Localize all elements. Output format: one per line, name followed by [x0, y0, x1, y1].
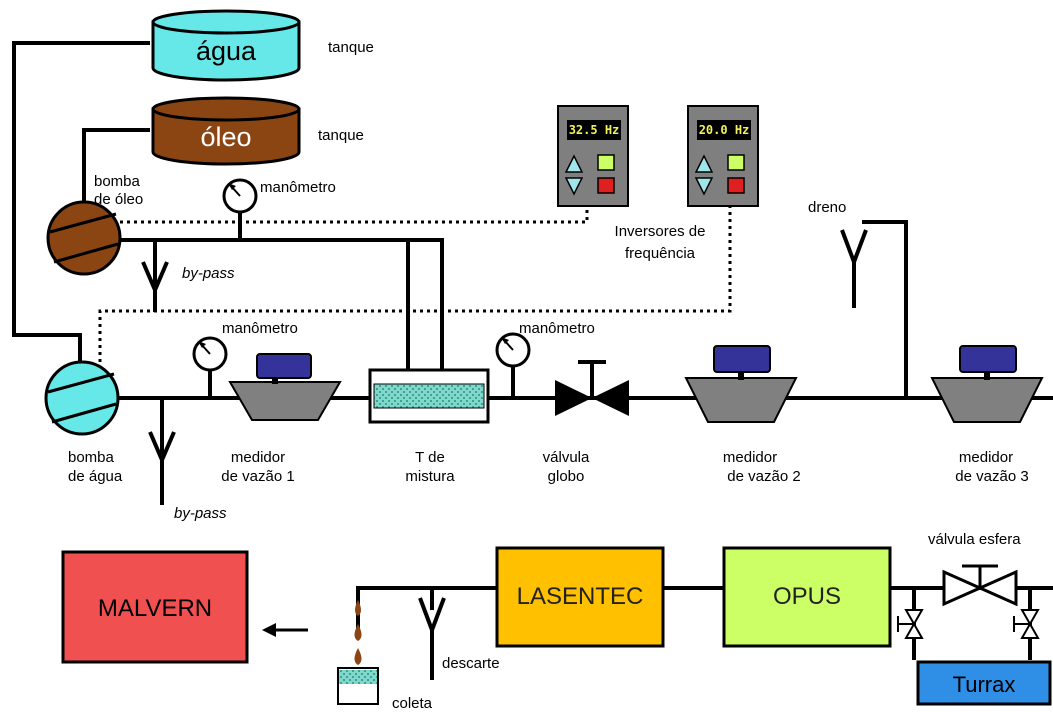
discharge-label: descarte — [442, 655, 500, 672]
malvern-label: MALVERN — [98, 595, 212, 622]
flow-meter-1-label-1: medidor — [231, 449, 285, 466]
pressure-gauge-globe — [495, 332, 531, 368]
mixing-tee-label-1: T de — [415, 449, 445, 466]
up-arrow-icon — [564, 154, 584, 173]
oil-pump-label-2: de óleo — [94, 191, 143, 208]
turrax-valve-right — [1013, 609, 1040, 639]
gauge-top-label: manômetro — [260, 179, 336, 196]
flow-meter-3 — [930, 345, 1044, 423]
bypass-lower — [148, 431, 176, 505]
frequency-inverter-1: 32.5 Hz — [557, 105, 629, 207]
frequency-inverter-2: 20.0 Hz — [687, 105, 759, 207]
signal-lines — [98, 205, 732, 362]
up-arrow-icon — [694, 154, 714, 173]
oil-pump-label-1: bomba — [94, 173, 141, 190]
flow-arrow — [262, 623, 308, 637]
flow-meter-2-label-2: de vazão 2 — [727, 468, 800, 485]
water-tank: água — [151, 9, 301, 82]
inverter-2-display: 20.0 Hz — [699, 123, 750, 137]
flow-meter-1 — [228, 353, 342, 421]
mixing-tee-label-2: mistura — [405, 468, 455, 485]
discharge-valve — [418, 597, 446, 680]
turrax-label: Turrax — [953, 672, 1016, 697]
collection-beaker — [337, 667, 379, 705]
pressure-gauge-meter1 — [192, 336, 228, 372]
inverters-caption-1: Inversores de — [615, 223, 706, 240]
oil-tank-caption: tanque — [318, 127, 364, 144]
ball-valve-label: válvula esfera — [928, 531, 1021, 548]
water-pump-label-1: bomba — [68, 449, 115, 466]
ball-valve — [942, 564, 1018, 607]
oil-drops — [354, 600, 362, 665]
mixing-tee — [368, 368, 490, 424]
lasentec-label: LASENTEC — [517, 583, 644, 610]
globe-valve-label-1: válvula — [543, 449, 590, 466]
start-button-icon — [597, 154, 615, 171]
pressure-gauge-top — [222, 178, 258, 214]
water-pump — [44, 360, 120, 436]
inverter-1-display: 32.5 Hz — [569, 123, 620, 137]
globe-valve-label-2: globo — [548, 468, 585, 485]
oil-pump — [46, 200, 122, 276]
globe-valve — [555, 360, 629, 416]
down-arrow-icon — [564, 177, 584, 196]
gauge-meter1-label: manômetro — [222, 320, 298, 337]
flow-meter-1-label-2: de vazão 1 — [221, 468, 294, 485]
malvern-box: MALVERN — [61, 550, 249, 664]
opus-box: OPUS — [722, 546, 892, 648]
drain-valve — [840, 229, 868, 308]
oil-tank: óleo — [151, 96, 301, 166]
flow-meter-2 — [684, 345, 798, 423]
water-tank-caption: tanque — [328, 39, 374, 56]
collection-label: coleta — [392, 695, 433, 712]
flow-meter-3-label-2: de vazão 3 — [955, 468, 1028, 485]
stop-button-icon — [597, 177, 615, 194]
gauge-globe-label: manômetro — [519, 320, 595, 337]
arrow-left-icon — [262, 623, 276, 637]
turrax-box: Turrax — [916, 660, 1052, 706]
down-arrow-icon — [694, 177, 714, 196]
start-button-icon — [727, 154, 745, 171]
turrax-valve-left — [897, 609, 924, 639]
opus-label: OPUS — [773, 583, 841, 610]
inverters-caption-2: frequência — [625, 245, 696, 262]
oil-tank-label: óleo — [200, 122, 251, 152]
bypass-upper-label: by-pass — [182, 265, 235, 282]
bypass-lower-label: by-pass — [174, 505, 227, 522]
flow-meter-3-label-1: medidor — [959, 449, 1013, 466]
water-pump-label-2: de água — [68, 468, 123, 485]
water-tank-label: água — [196, 36, 257, 66]
bypass-upper — [141, 261, 169, 312]
lasentec-box: LASENTEC — [495, 546, 665, 648]
flow-meter-2-label-1: medidor — [723, 449, 777, 466]
drain-label: dreno — [808, 199, 846, 216]
stop-button-icon — [727, 177, 745, 194]
